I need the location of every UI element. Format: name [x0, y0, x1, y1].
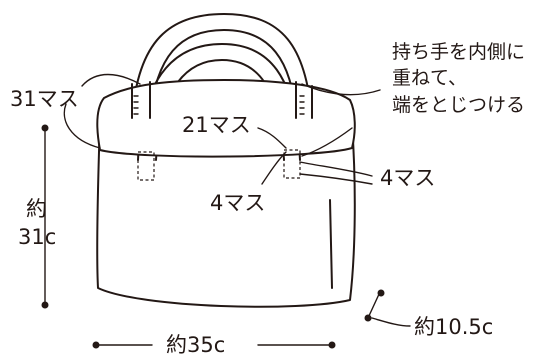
- height-label-line1: 約: [26, 197, 47, 221]
- leader-handle-note: [301, 83, 381, 96]
- leader-stitch-top: [81, 73, 141, 87]
- leader-depth: [371, 317, 411, 327]
- bag-top-band: [96, 79, 356, 158]
- stitch-label-handle: 21マス: [182, 113, 251, 137]
- stitch-label-left: 4マス: [210, 191, 265, 215]
- handle-note-line1: 持ち手を内側に: [392, 41, 525, 63]
- outer-handle-inner-edge: [149, 29, 297, 119]
- height-dim-dot-bottom: [41, 301, 49, 309]
- width-dim-dot-left: [92, 341, 100, 349]
- leader-stitch-top-2: [63, 103, 101, 149]
- leader-stitch-right: [299, 161, 373, 177]
- depth-dim-dot-top: [377, 289, 385, 297]
- depth-dimension-line: [367, 291, 381, 319]
- height-dim-dot-top: [41, 124, 49, 132]
- stitch-marks-left: [133, 95, 139, 115]
- leader-handle-note-2: [301, 127, 353, 157]
- width-dim-dot-right: [328, 341, 336, 349]
- handle-end-right-dashed: [283, 149, 301, 179]
- stitch-marks-right: [299, 95, 305, 115]
- leader-stitch-right-2: [299, 173, 373, 185]
- handle-note-line3: 端をとじつける: [392, 94, 525, 116]
- handle-tab-left: [131, 81, 151, 119]
- depth-label: 約10.5c: [414, 315, 493, 339]
- stitch-label-right: 4マス: [380, 166, 435, 190]
- bag-side-fold: [329, 199, 333, 289]
- height-label-line2: 31c: [18, 225, 56, 249]
- handle-end-left-dashed: [137, 151, 155, 181]
- handle-tab-right: [295, 81, 313, 119]
- bag-body: [96, 119, 356, 308]
- depth-dim-dot-bottom: [364, 314, 372, 322]
- handle-note-line2: 重ねて、: [392, 67, 467, 89]
- width-label: 約35c: [166, 333, 225, 354]
- leader-stitch-left: [261, 151, 287, 185]
- leader-stitch-handle: [257, 127, 287, 149]
- outer-handle: [131, 13, 313, 119]
- stitch-label-top: 31マス: [10, 87, 79, 111]
